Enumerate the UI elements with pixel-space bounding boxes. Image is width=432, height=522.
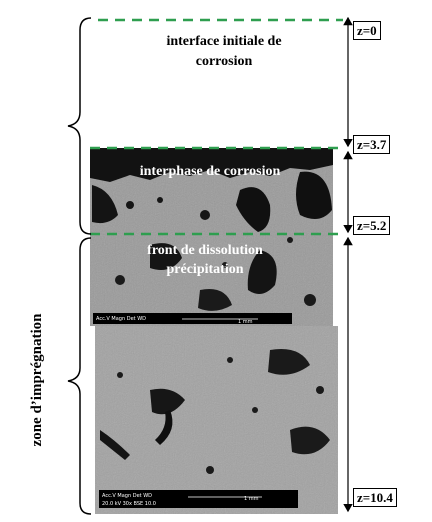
corrosion-interphase-label: interphase de corrosion [140,164,281,179]
depth-marker-z10.4: z=10.4 [353,488,397,507]
depth-marker-z0: z=0 [353,21,381,40]
impregnation-zone-label: zone d’imprégnation [29,313,45,447]
brace-top [67,17,92,235]
dissolution-front-label-line1: front de dissolution [147,243,263,258]
sem-scale-upper: 1 mm [238,319,253,325]
initial-interface-label-line2: corrosion [196,54,253,69]
sem-micrograph-upper: Acc.V Magn Det WD 1 mm [90,148,333,326]
dissolution-front-label-line2: précipitation [167,262,244,277]
depth-marker-z3.7: z=3.7 [353,135,391,154]
sem-info-lower: Acc.V Magn Det WD [102,493,152,499]
depth-marker-z5.2: z=5.2 [353,216,391,235]
sem-scale-lower: 1 mm [244,496,259,502]
sem-micrograph-lower: Acc.V Magn Det WD 20.0 kV 30x BSE 10.0 1… [95,326,338,514]
sem-params-lower: 20.0 kV 30x BSE 10.0 [102,501,156,507]
sem-info-upper: Acc.V Magn Det WD [96,316,146,322]
initial-interface-label-line1: interface initiale de [166,34,281,49]
brace-impregnation [67,237,92,515]
